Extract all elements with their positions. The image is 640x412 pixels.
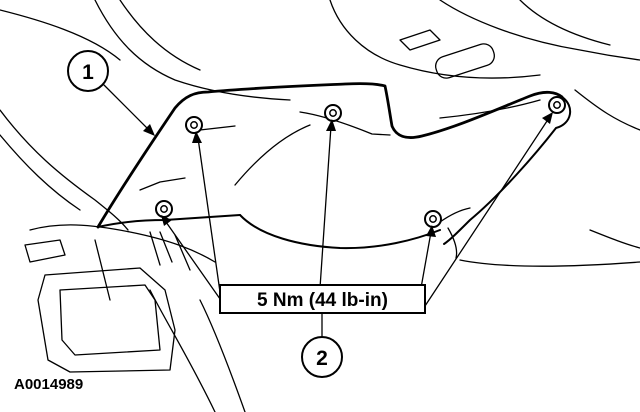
torque-spec-label: 5 Nm (44 lb-in) (219, 284, 426, 314)
callout-1: 1 (67, 50, 109, 92)
bolt-upper-left (185, 116, 203, 134)
bolt-lower-right (424, 210, 442, 228)
leader-lines (103, 84, 553, 339)
bolt-lower-left (155, 200, 173, 218)
callout-1-number: 1 (82, 61, 94, 84)
figure-number: A0014989 (14, 376, 83, 393)
bolts (155, 96, 566, 228)
callout-2-number: 2 (316, 347, 328, 370)
bolt-upper-center (324, 104, 342, 122)
callout-2: 2 (301, 336, 343, 378)
bolt-upper-right (548, 96, 566, 114)
torque-spec-text: 5 Nm (44 lb-in) (257, 290, 388, 311)
